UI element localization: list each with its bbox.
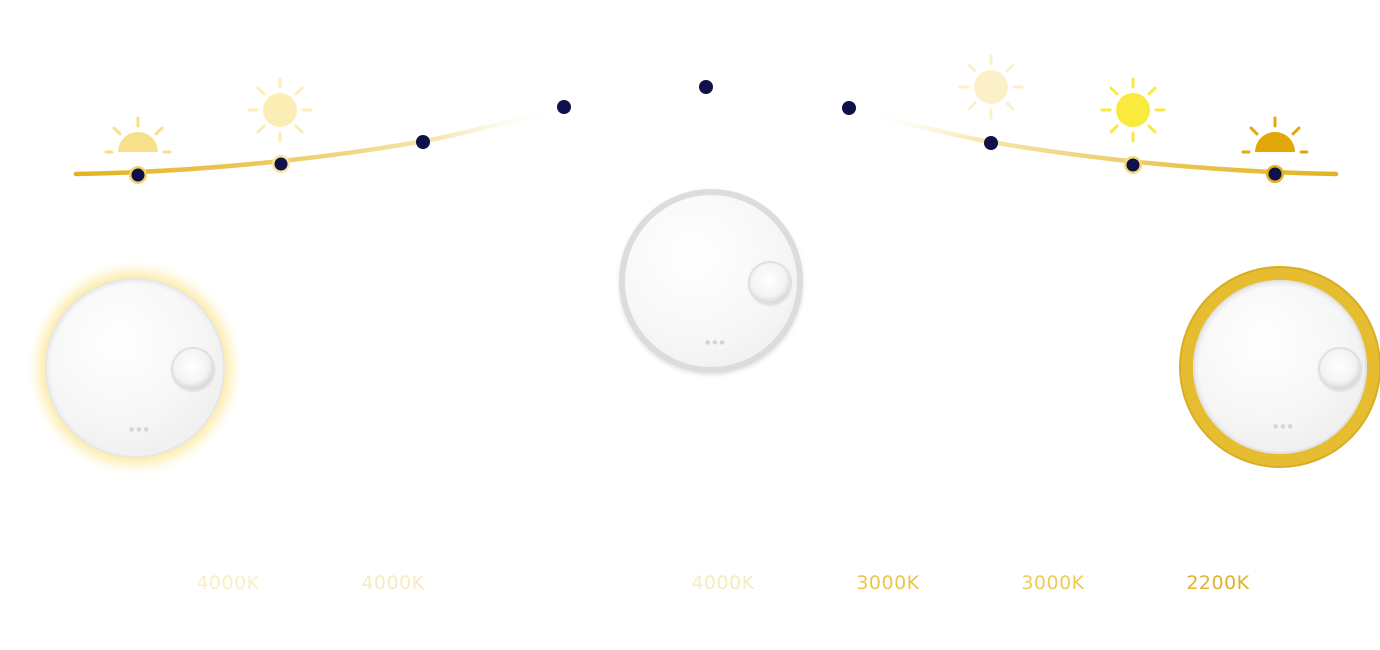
timeline-dot (842, 101, 856, 115)
temperature-label: 3000K (1021, 572, 1085, 594)
timeline-dot (131, 168, 145, 182)
ceiling-light-4000k-glow: ●●● (45, 278, 225, 458)
timeline-dot (557, 100, 571, 114)
timeline-dot (1268, 167, 1282, 181)
curve-right (857, 109, 1339, 177)
sunset-icon (1241, 116, 1309, 154)
ceiling-light-off: ●●● (619, 189, 803, 373)
noon-sun-icon (1100, 77, 1166, 143)
timeline-dot (699, 80, 713, 94)
led-indicator-icon: ●●● (129, 426, 151, 433)
temperature-label: 4000K (691, 572, 755, 594)
timeline-dot (1126, 158, 1140, 172)
morning-sun-icon (247, 77, 313, 143)
temperature-label: 2200K (1186, 572, 1250, 594)
timeline-dot (984, 136, 998, 150)
control-knob-icon (1320, 349, 1360, 389)
control-knob-icon (750, 263, 790, 303)
afternoon-sun-icon (958, 54, 1024, 120)
timeline-dots (129, 80, 1284, 184)
timeline-dot (416, 135, 430, 149)
timeline-dot (274, 157, 288, 171)
led-indicator-icon: ●●● (705, 339, 727, 346)
temperature-label: 4000K (361, 572, 425, 594)
ceiling-light-2200k-ring: ●●● (1193, 280, 1367, 454)
led-indicator-icon: ●●● (1273, 423, 1295, 430)
sunrise-icon (104, 116, 172, 154)
temperature-label: 3000K (856, 572, 920, 594)
temperature-label: 4000K (196, 572, 260, 594)
control-knob-icon (173, 349, 213, 389)
curve-left (73, 107, 563, 177)
